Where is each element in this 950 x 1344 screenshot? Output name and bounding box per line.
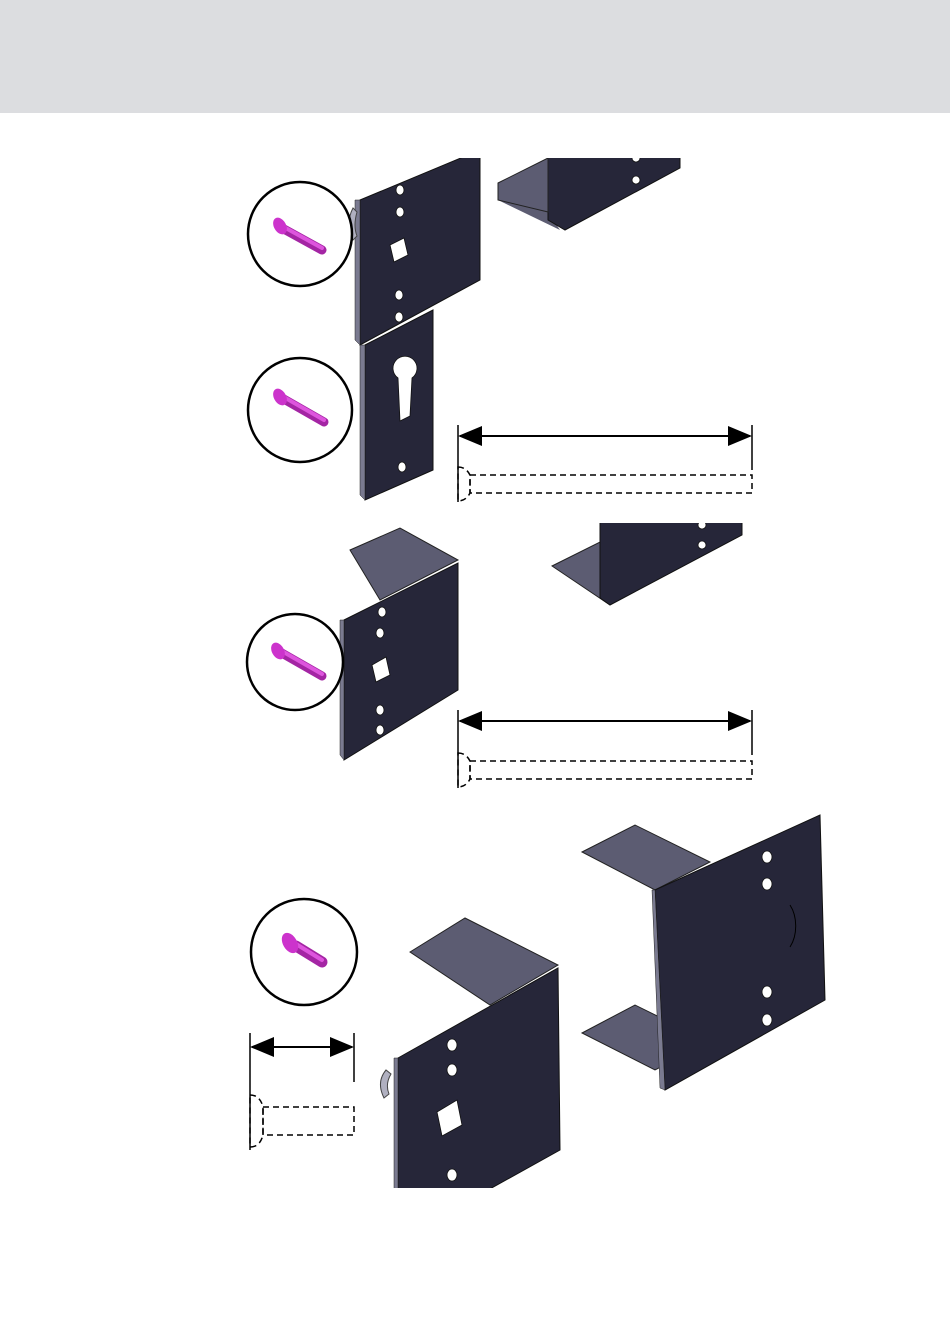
- long-screw-outline-icon: [458, 467, 752, 501]
- cam-hook: [380, 1070, 391, 1098]
- step-1: [248, 130, 680, 500]
- lock-box-plate: [380, 918, 560, 1240]
- screw-callout: [247, 614, 343, 710]
- long-screw-dimension-1: [458, 425, 752, 502]
- lock-box-plate: [349, 150, 480, 345]
- screw-callout-1: [248, 182, 352, 286]
- strike-box: [582, 815, 825, 1090]
- short-screw-dimension: [250, 1033, 354, 1150]
- screw-callout-2: [248, 358, 352, 462]
- long-screw-dimension-2: [458, 710, 752, 788]
- screw-callout: [251, 899, 357, 1005]
- lock-box-plate: [330, 528, 458, 760]
- short-screw-outline-icon: [250, 1095, 354, 1147]
- rear-bracket: [552, 500, 742, 605]
- rear-bracket: [498, 130, 680, 230]
- step-3: [251, 815, 825, 1240]
- long-screw-outline-icon: [458, 753, 752, 787]
